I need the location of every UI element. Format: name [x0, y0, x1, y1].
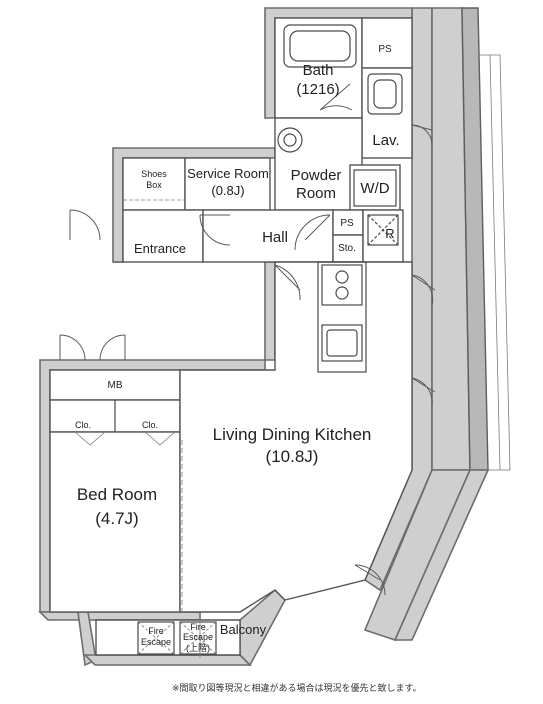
ldk-window-1	[411, 274, 436, 306]
storage-label: Sto.	[338, 243, 356, 254]
powder-room-label-2: Room	[296, 185, 336, 202]
ps-mid-label: PS	[340, 218, 354, 229]
bath-label: Bath	[303, 62, 334, 79]
fire-escape-2-label-b: Escape	[183, 632, 213, 642]
fire-escape-2-label-c: (上階)	[186, 643, 210, 653]
balcony-label: Balcony	[220, 622, 267, 637]
room-labels: Bath (1216) PS Lav. Shoes Box Service Ro…	[75, 44, 400, 653]
exterior-facade	[363, 7, 511, 641]
lav-label: Lav.	[372, 132, 399, 149]
ldk-window-2	[411, 377, 436, 406]
entrance	[122, 209, 204, 263]
powder-room-label-1: Powder	[291, 167, 342, 184]
bed-room	[49, 431, 181, 613]
fire-escape-1-label-a: Fire	[148, 626, 164, 636]
ldk-window-3	[354, 564, 386, 596]
entrance-label: Entrance	[134, 241, 186, 256]
washbasin	[367, 73, 403, 115]
ldk-size-label: (10.8J)	[266, 447, 319, 466]
bedroom-size-label: (4.7J)	[95, 509, 138, 528]
kitchen-sink	[321, 324, 363, 362]
refrigerator-label: R	[385, 226, 394, 241]
service-room-label: Service Room	[187, 166, 269, 181]
mb-meter-box	[49, 369, 181, 401]
fire-escape-1-label-b: Escape	[141, 637, 171, 647]
bath-size-label: (1216)	[296, 81, 339, 98]
closet-left-label: Clo.	[75, 420, 91, 430]
fire-escape-2-label-a: Fire	[190, 622, 206, 632]
bedroom-label: Bed Room	[77, 485, 157, 504]
mb-label: MB	[108, 380, 123, 391]
shoes-box-label-2: Box	[146, 180, 162, 190]
fixtures	[123, 24, 403, 373]
bathtub	[283, 24, 357, 68]
service-room-size-label: (0.8J)	[211, 183, 244, 198]
storage	[332, 234, 364, 263]
hall	[202, 209, 334, 263]
ps-shaft-top	[361, 17, 413, 69]
footnote: ※間取り図等現況と相違がある場合は現況を優先と致します。	[172, 684, 422, 694]
mb-door-2[interactable]	[99, 334, 126, 361]
washer-dryer	[349, 164, 401, 211]
entrance-door[interactable]	[69, 209, 101, 241]
fire-escapes	[137, 621, 217, 655]
ps-shaft-mid	[332, 209, 364, 236]
doors	[59, 124, 436, 658]
hall-label: Hall	[262, 229, 288, 246]
hall-door[interactable]	[274, 264, 301, 301]
ps-top-label: PS	[378, 44, 392, 55]
cooktop	[321, 264, 363, 306]
shoes-box-label-1: Shoes	[141, 169, 167, 179]
closet-right-label: Clo.	[142, 420, 158, 430]
service-room-door[interactable]	[199, 214, 231, 246]
powder-room-door[interactable]	[294, 214, 331, 251]
service-room	[184, 157, 271, 211]
lav-window	[411, 124, 433, 146]
ldk-label: Living Dining Kitchen	[213, 425, 372, 444]
wd-label: W/D	[360, 180, 389, 197]
mb-door-1[interactable]	[59, 334, 86, 361]
toilet	[277, 127, 303, 153]
